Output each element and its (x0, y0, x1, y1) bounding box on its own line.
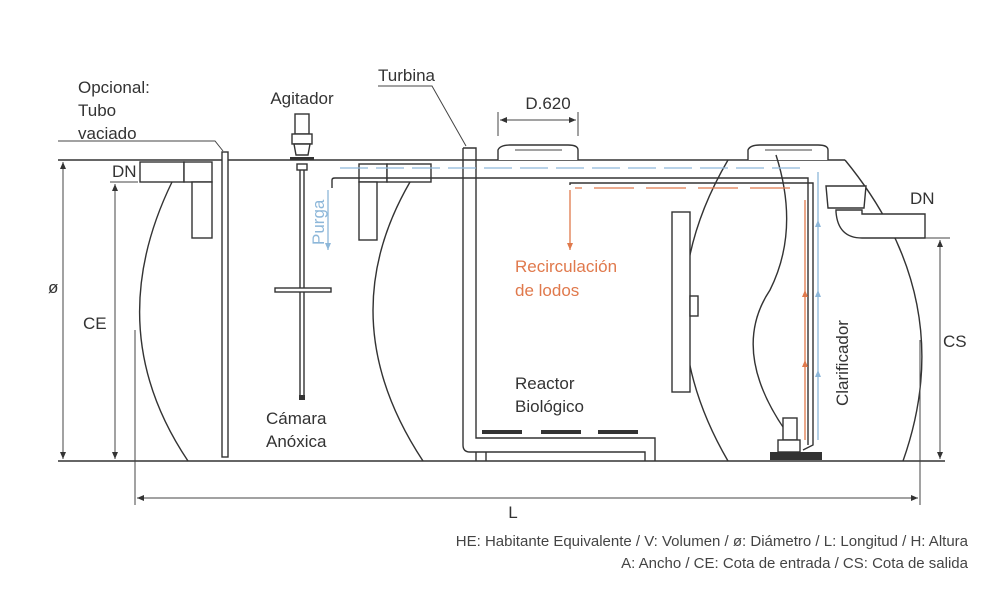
turbine-label: Turbina (378, 66, 436, 85)
length-label: L (508, 503, 517, 522)
diffuser (541, 430, 581, 434)
reactor-label-1: Reactor (515, 374, 575, 393)
drain-tube: Opcional: Tubo vaciado (58, 78, 229, 458)
return-pipe (331, 177, 814, 451)
agitator-label: Agitador (270, 89, 334, 108)
tank-outline (58, 159, 945, 462)
ce-dimension: CE (83, 184, 118, 459)
inlet-pipe: DN (110, 161, 213, 239)
dn-inlet-label: DN (112, 162, 137, 181)
diameter-dimension: ø (48, 162, 66, 459)
length-dimension: L (134, 330, 921, 522)
outlet-pipe: DN (825, 185, 935, 239)
anoxic-label-2: Anóxica (266, 432, 327, 451)
dn-outlet-label: DN (910, 189, 935, 208)
diameter-label: ø (48, 278, 58, 297)
cs-dimension: CS (925, 237, 967, 459)
agitator: Agitador (270, 89, 334, 400)
optional-label-2: Tubo (78, 101, 116, 120)
hatch-diameter-label: D.620 (525, 94, 570, 113)
recirculation-label-1: Recirculación (515, 257, 617, 276)
hatch-dimension: D.620 (497, 94, 579, 136)
optional-label-1: Opcional: (78, 78, 150, 97)
ce-label: CE (83, 314, 107, 333)
cs-label: CS (943, 332, 967, 351)
recirculation-label-2: de lodos (515, 281, 579, 300)
purge-label: Purga (309, 199, 328, 245)
transfer-pipe (358, 163, 432, 241)
recirculation-flow: Recirculación de lodos (515, 187, 808, 440)
diffuser (482, 430, 522, 434)
hatch-left (497, 144, 579, 160)
diffuser (598, 430, 638, 434)
clarifier-label: Clarificador (833, 320, 852, 406)
reactor-label-2: Biológico (515, 397, 584, 416)
hatch-right (747, 144, 829, 160)
legend-line-2: A: Ancho / CE: Cota de entrada / CS: Cot… (621, 555, 969, 572)
purge-flow: Purga (309, 167, 821, 440)
turbine-pipe: Turbina (378, 66, 656, 461)
legend-line-1: HE: Habitante Equivalente / V: Volumen /… (456, 533, 969, 550)
anoxic-label-1: Cámara (266, 409, 327, 428)
optional-label-3: vaciado (78, 124, 137, 143)
sludge-pump (752, 154, 822, 460)
clarifier-baffle (671, 211, 699, 393)
